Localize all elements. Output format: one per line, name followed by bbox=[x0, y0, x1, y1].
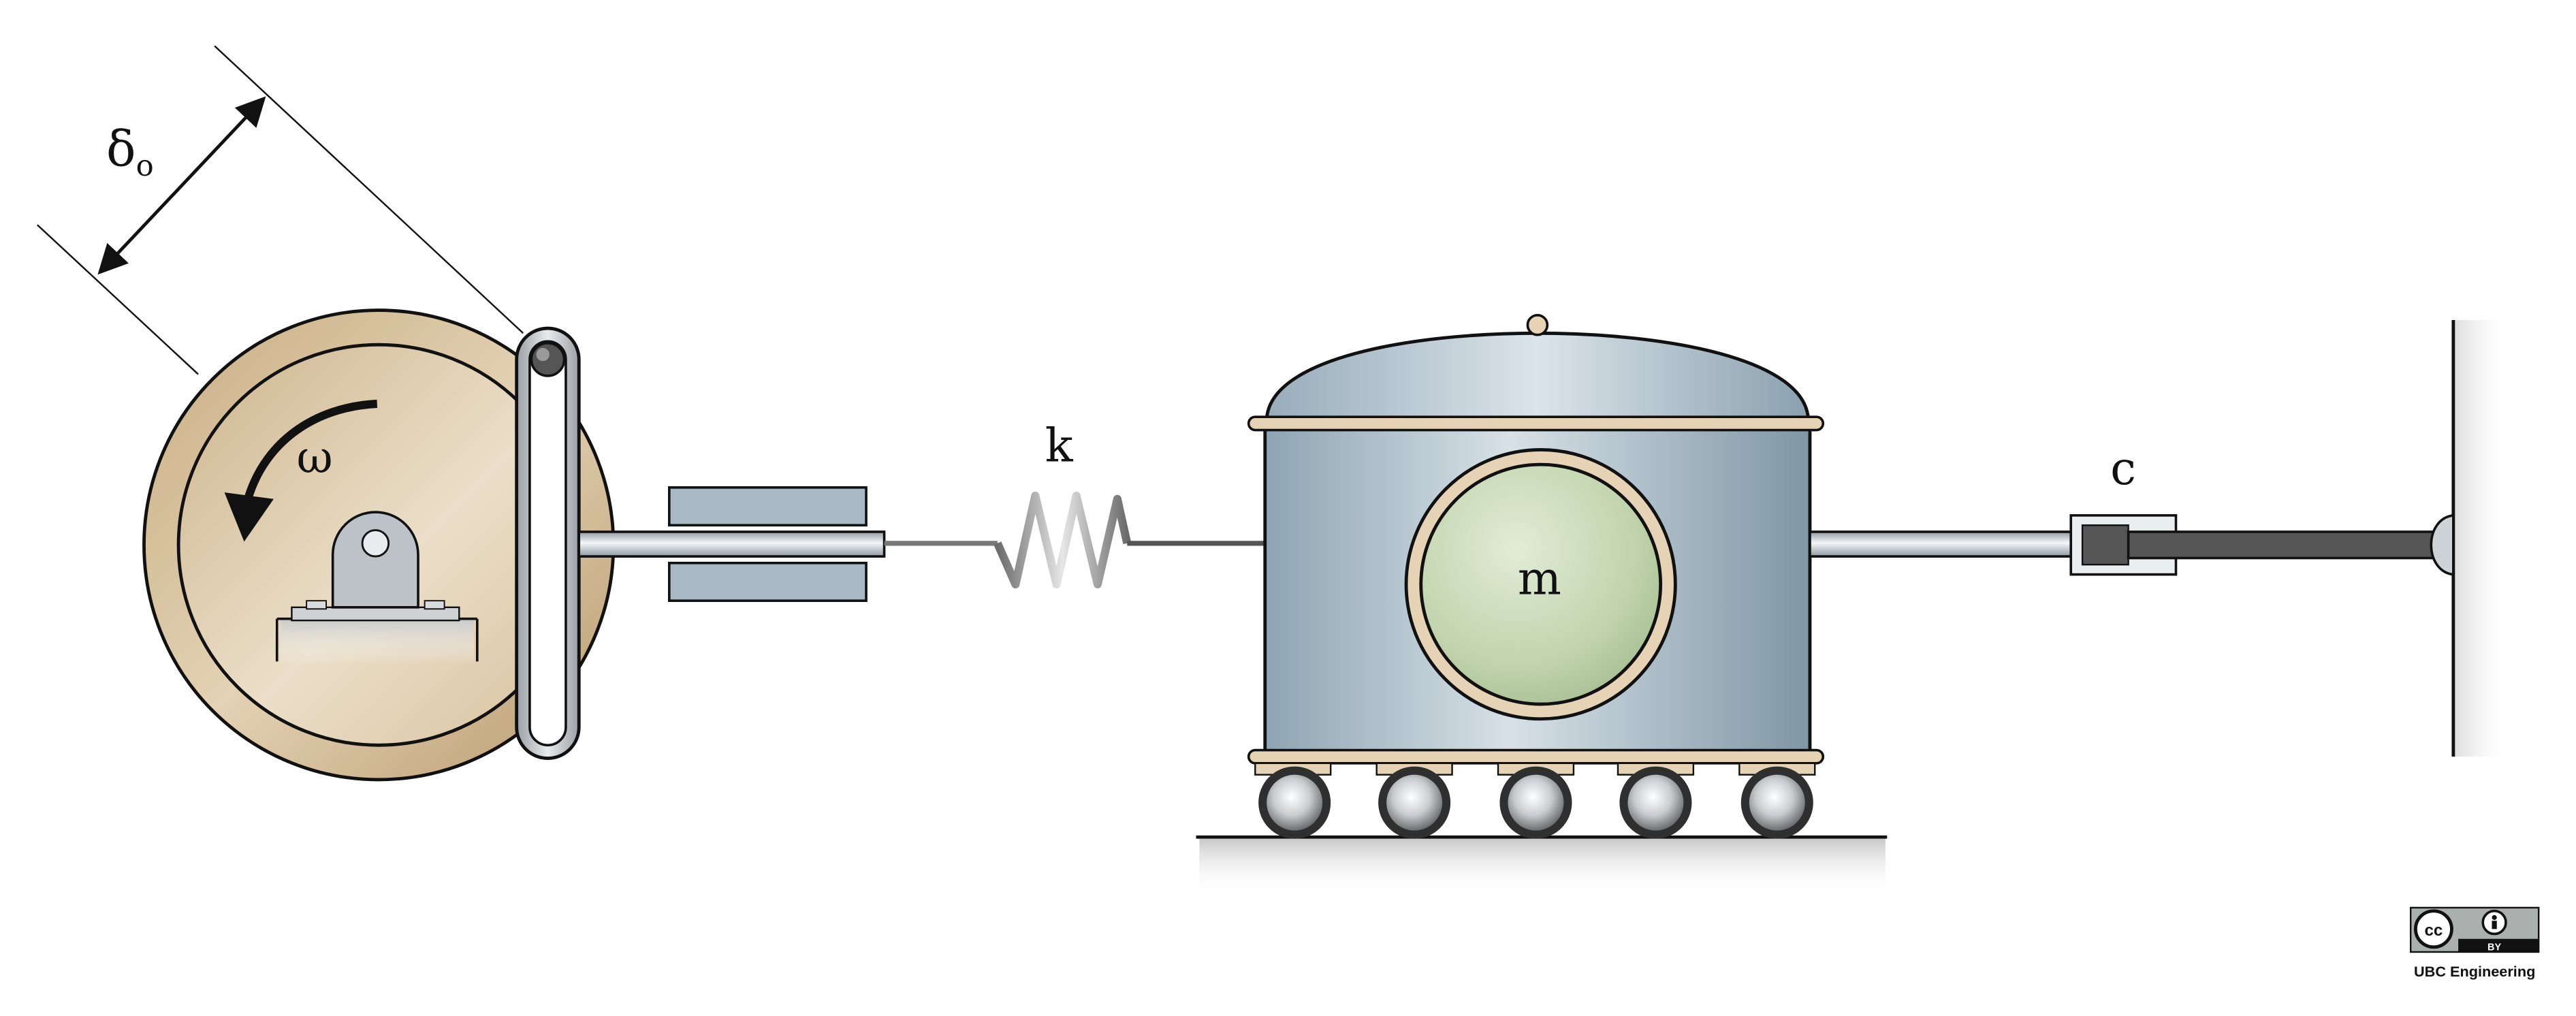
mount-bracket bbox=[331, 511, 419, 609]
extension-line-lower bbox=[37, 224, 199, 375]
offset-label: δo bbox=[106, 121, 154, 182]
crank-pin bbox=[530, 341, 566, 377]
credit-text: UBC Engineering bbox=[2414, 963, 2535, 980]
wheel bbox=[1738, 762, 1816, 839]
wheel bbox=[1617, 762, 1695, 839]
damper-piston-rod bbox=[1809, 530, 2078, 558]
window-glass bbox=[1419, 462, 1663, 706]
cart-dome bbox=[1265, 331, 1811, 422]
cc-icon bbox=[2413, 909, 2453, 949]
mass-cart: m bbox=[1247, 313, 1825, 839]
bearing-mount bbox=[275, 511, 479, 665]
wall bbox=[2430, 320, 2513, 757]
wheel bbox=[1254, 762, 1332, 839]
ground-shadow bbox=[1199, 838, 1886, 895]
wall-mount bbox=[2430, 513, 2455, 576]
damper-rod bbox=[2127, 530, 2442, 560]
cc-text: cc bbox=[2425, 921, 2443, 940]
yoke-slot bbox=[528, 340, 567, 747]
spring-label: k bbox=[1045, 418, 1074, 472]
mass-label: m bbox=[1518, 552, 1561, 605]
damper-label: c bbox=[2110, 441, 2136, 495]
pivot-pin bbox=[361, 529, 390, 558]
wheel bbox=[1497, 762, 1575, 839]
guide-block-bottom bbox=[667, 561, 868, 602]
spring: k bbox=[884, 418, 1265, 589]
rotation-arrow-icon bbox=[243, 399, 378, 502]
extension-line-upper bbox=[214, 45, 524, 334]
slotted-yoke bbox=[515, 326, 581, 760]
dimension-arrow bbox=[97, 96, 266, 275]
top-trim bbox=[1247, 415, 1825, 432]
wheel bbox=[1376, 762, 1453, 839]
mount-shadow bbox=[280, 618, 474, 665]
spring-coil bbox=[993, 491, 1132, 589]
omega-label: ω bbox=[297, 432, 333, 483]
damper-piston bbox=[2081, 524, 2129, 566]
rotation-arrowhead bbox=[224, 492, 274, 542]
bottom-trim bbox=[1247, 748, 1825, 765]
license-badge: cc BY UBC Engineering bbox=[2409, 906, 2540, 980]
wheels bbox=[1254, 762, 1816, 839]
guide-block-top bbox=[667, 486, 868, 527]
linear-guide bbox=[577, 486, 886, 602]
offset-dimension: δo bbox=[37, 45, 524, 375]
damper: c bbox=[1809, 441, 2442, 576]
connecting-rod bbox=[577, 530, 886, 558]
wall-shading bbox=[2453, 320, 2513, 757]
mass-window: m bbox=[1404, 448, 1677, 721]
dome-knob bbox=[1526, 313, 1549, 336]
by-text: BY bbox=[2487, 942, 2501, 953]
